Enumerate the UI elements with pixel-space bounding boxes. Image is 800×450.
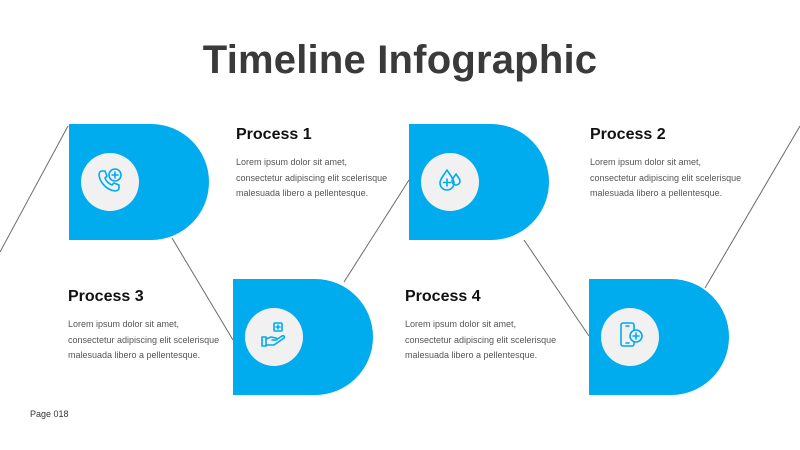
process-3-title: Process 3 (68, 288, 144, 305)
process-2-shape (409, 124, 549, 240)
hand-plus-icon (259, 320, 289, 355)
process-2-body: Lorem ipsum dolor sit amet, consectetur … (590, 157, 742, 198)
connector-line (0, 125, 69, 253)
connector-line (523, 239, 590, 337)
process-1-title: Process 1 (236, 126, 312, 143)
connector-line (343, 179, 410, 283)
process-2-title: Process 2 (590, 126, 666, 143)
process-1-body: Lorem ipsum dolor sit amet, consectetur … (236, 157, 388, 198)
process-4-shape (589, 279, 729, 395)
process-4-badge (601, 308, 659, 366)
page-number: Page 018 (30, 409, 69, 419)
process-3-shape (233, 279, 373, 395)
page-title: Timeline Infographic (202, 38, 598, 82)
process-1-shape (69, 124, 209, 240)
phone-plus-icon (95, 165, 125, 200)
connector-line (704, 125, 800, 289)
process-4-title: Process 4 (405, 288, 481, 305)
process-3-body: Lorem ipsum dolor sit amet, consectetur … (68, 319, 220, 360)
blood-drops-icon (435, 165, 465, 200)
mobile-plus-icon (615, 320, 645, 355)
process-1-badge (81, 153, 139, 211)
connector-line (171, 237, 234, 341)
process-4-body: Lorem ipsum dolor sit amet, consectetur … (405, 319, 557, 360)
process-2-badge (421, 153, 479, 211)
process-3-badge (245, 308, 303, 366)
